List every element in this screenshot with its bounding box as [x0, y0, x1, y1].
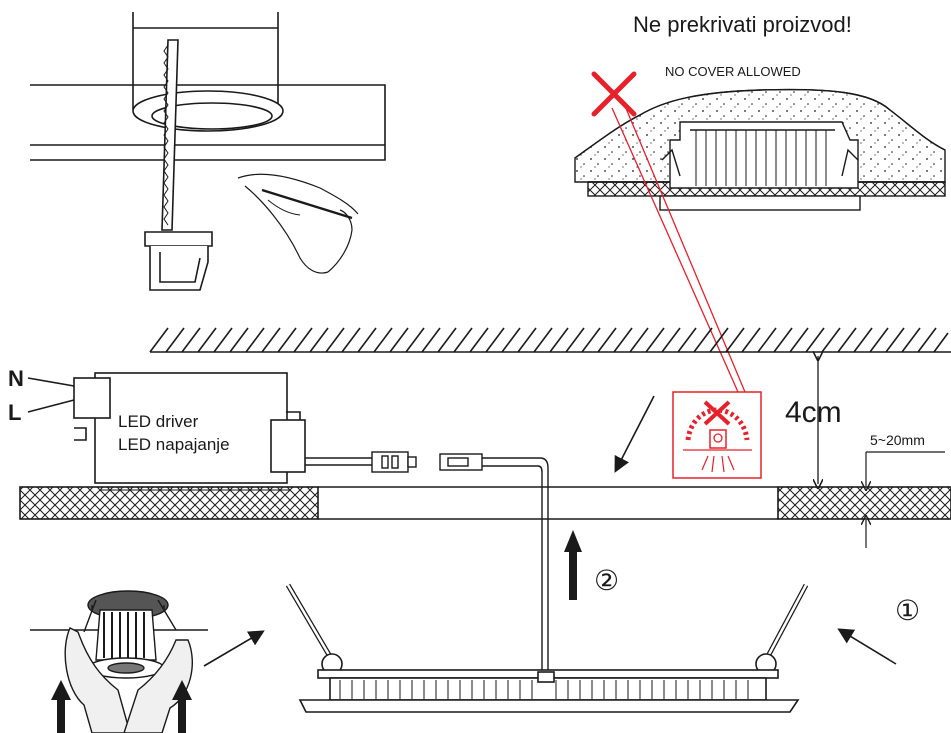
direction-arrows	[203, 395, 897, 667]
driver-label-line1: LED driver	[118, 412, 199, 431]
step-1-label: ①	[895, 595, 920, 626]
push-up-arrows	[51, 680, 192, 733]
led-driver	[73, 372, 306, 491]
covered-fixture-illustration	[574, 88, 946, 211]
step-2-label: ②	[594, 565, 619, 596]
ceiling-board	[19, 486, 951, 520]
driver-label-line2: LED napajanje	[118, 435, 230, 454]
clearance-label: 4cm	[785, 396, 842, 429]
thickness-label: 5~20mm	[870, 432, 925, 448]
upper-ceiling	[149, 327, 951, 353]
insert-up-arrow	[564, 530, 582, 600]
mains-wires	[27, 377, 75, 413]
no-cover-warning-icon	[672, 391, 762, 479]
no-cover-cross-icon	[591, 71, 637, 117]
connector-cable	[305, 451, 549, 680]
warning-title: Ne prekrivati proizvod!	[633, 12, 852, 37]
terminal-n-label: N	[8, 366, 24, 391]
cutting-illustration	[30, 12, 386, 291]
terminal-l-label: L	[8, 400, 21, 425]
hands-inserting-illustration	[30, 590, 208, 733]
warning-subtitle: NO COVER ALLOWED	[665, 64, 801, 79]
callout-lines	[611, 105, 746, 393]
downlight-panel	[285, 583, 809, 713]
thickness-dimension	[866, 451, 945, 548]
